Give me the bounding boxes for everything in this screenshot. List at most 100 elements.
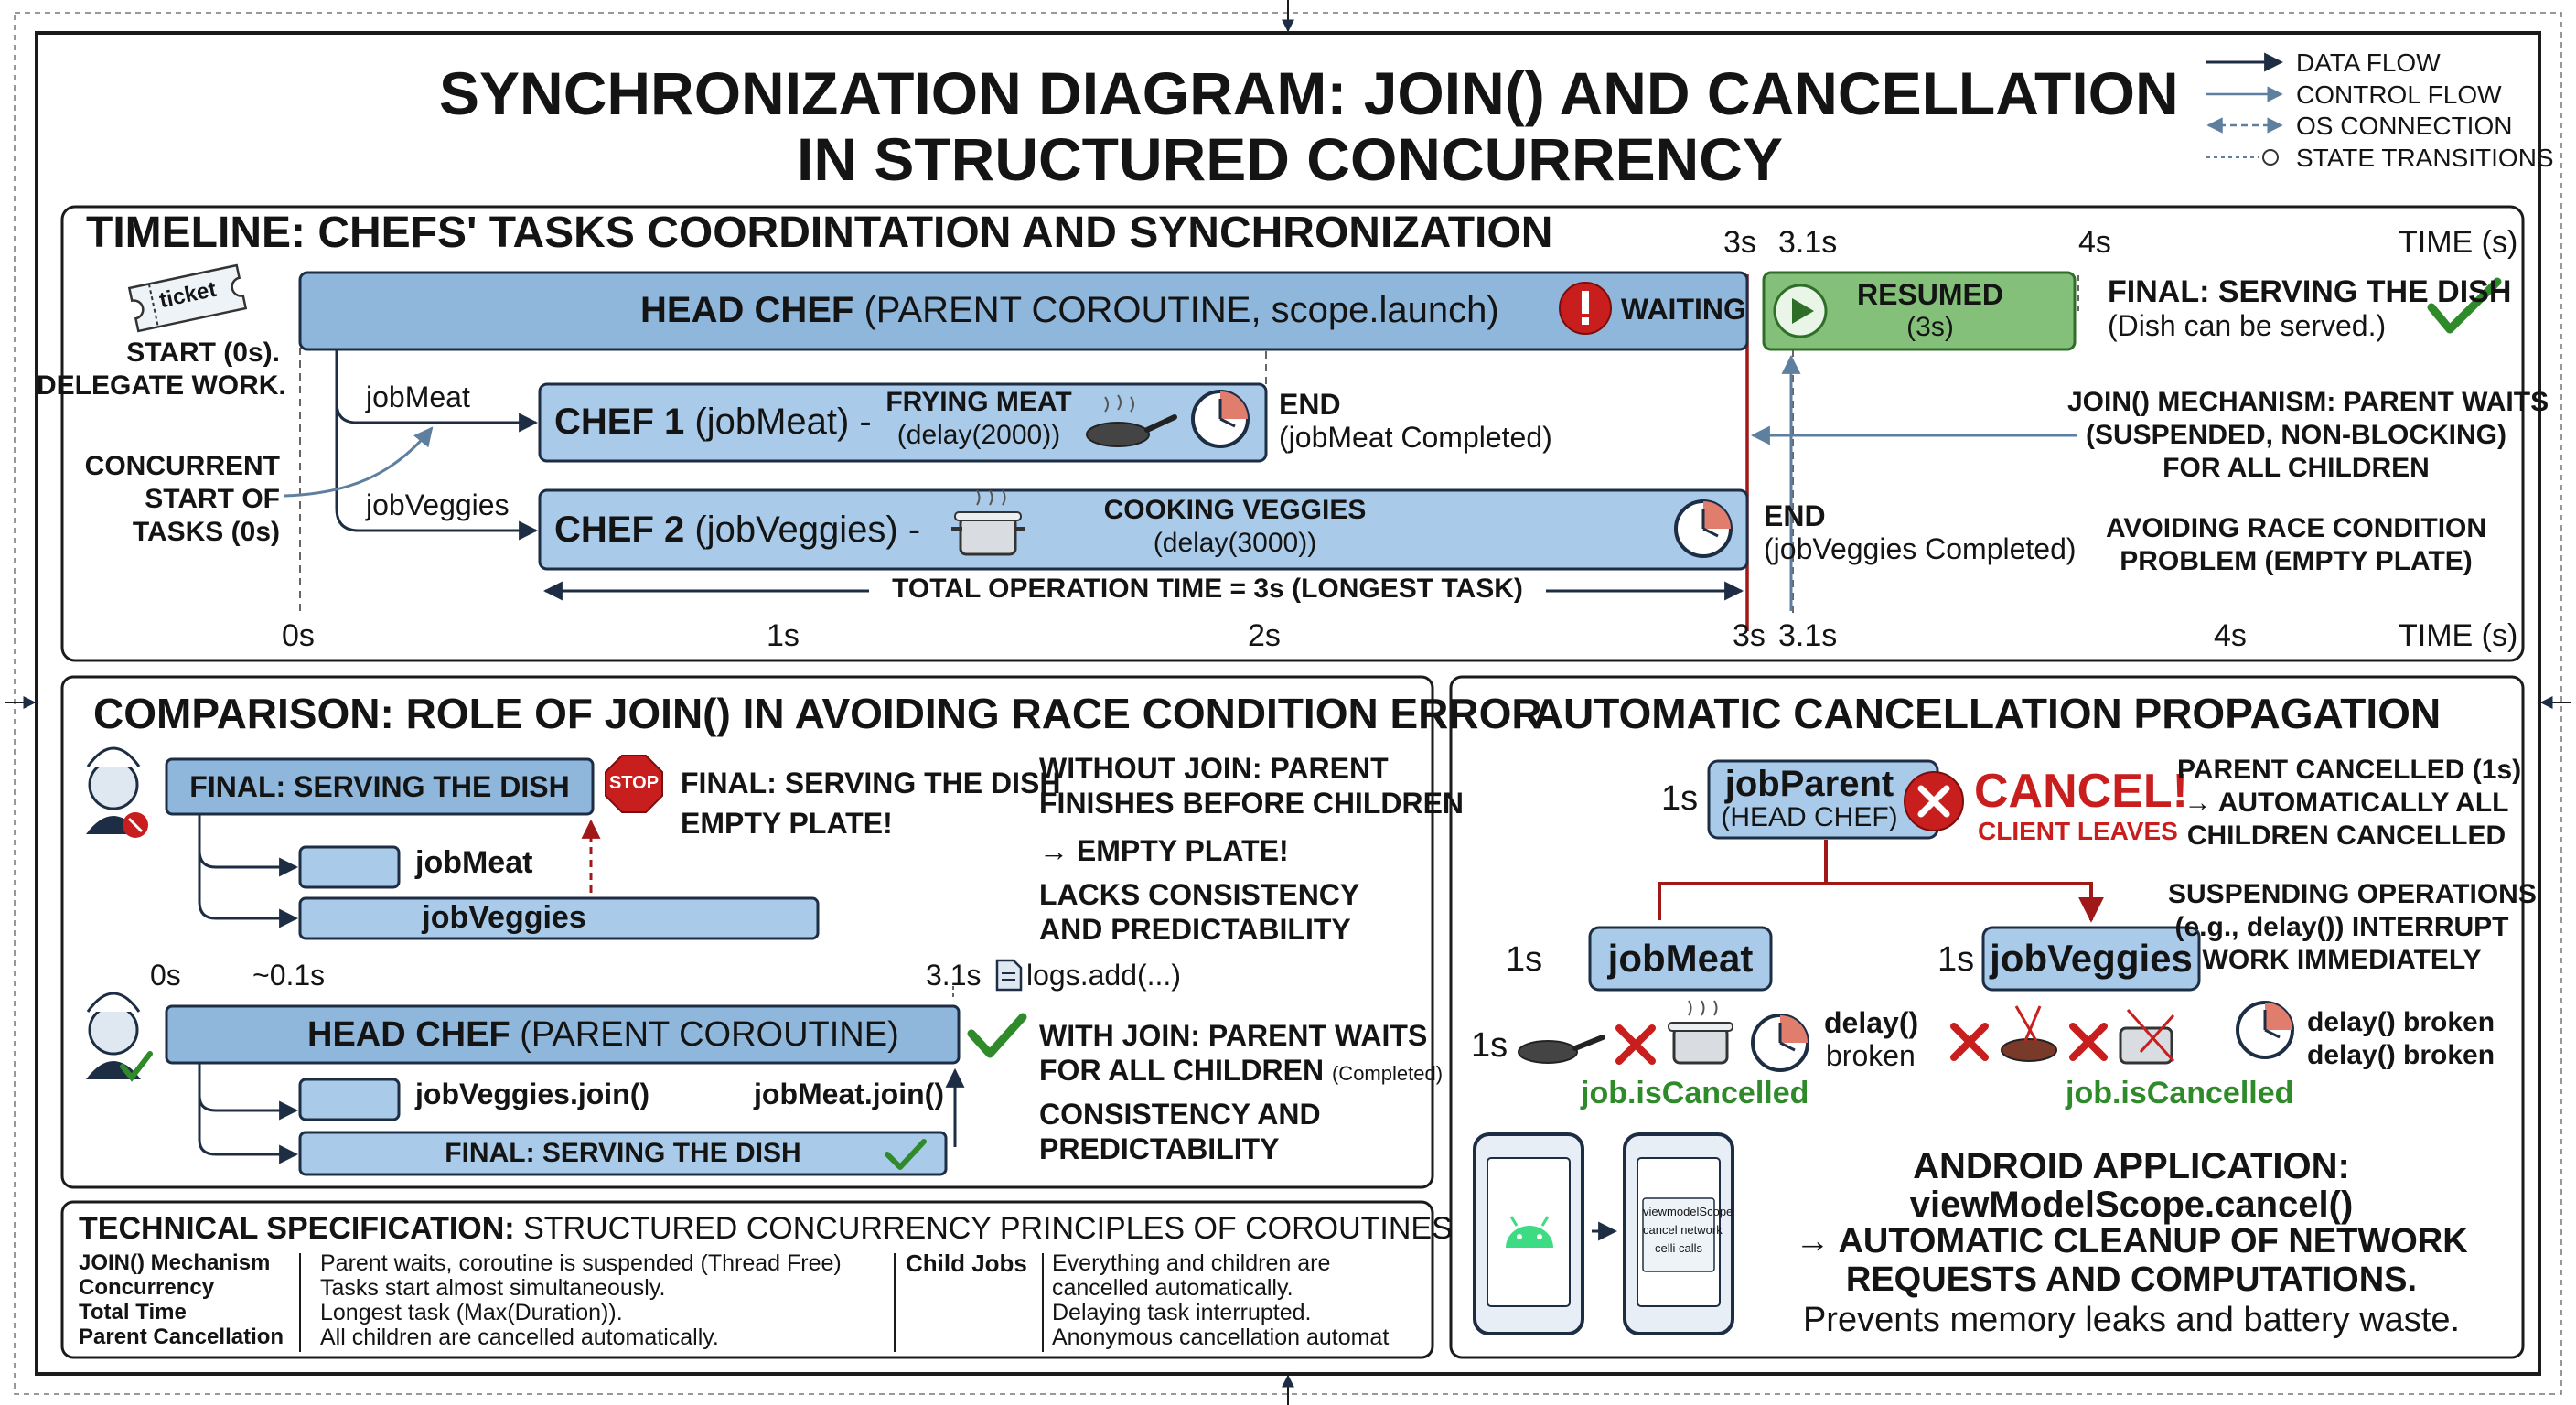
meat-row-time: 1s xyxy=(1471,1026,1508,1065)
suspend-note-3: WORK IMMEDIATELY xyxy=(2202,945,2482,975)
cross-icon xyxy=(1615,1024,1656,1065)
job-meat-box xyxy=(1588,926,1773,992)
concurrent-label: CONCURRENT xyxy=(84,451,280,481)
good-final-label: FINAL: SERVING THE DISH xyxy=(445,1138,801,1168)
job-veggies-box xyxy=(1981,926,2201,992)
without-join-note-4: LACKS CONSISTENCY xyxy=(1039,878,1360,911)
spec-child-line: Everything and children are xyxy=(1052,1250,1331,1276)
timeline-heading: TIMELINE: CHEFS' TASKS COORDINTATION AND… xyxy=(86,209,1553,257)
veggies-join-label: jobVeggies.join() xyxy=(415,1078,650,1110)
with-join-note: WITH JOIN: PARENT WAITS xyxy=(1039,1019,1428,1052)
chef1-task: FRYING MEAT xyxy=(886,387,1072,417)
with-join-note-2-small: (Completed) xyxy=(1331,1062,1444,1085)
android-cleanup-2: REQUESTS AND COMPUTATIONS. xyxy=(1845,1260,2418,1299)
comparison-heading: COMPARISON: ROLE OF JOIN() IN AVOIDING R… xyxy=(93,690,1542,737)
without-join-note-5: AND PREDICTABILITY xyxy=(1039,913,1351,946)
cancel-propagation-arrows xyxy=(1658,840,2091,920)
timer-icon xyxy=(1751,1014,1809,1072)
page-title: SYNCHRONIZATION DIAGRAM: JOIN() AND CANC… xyxy=(439,59,2179,127)
tick-0s: 0s xyxy=(150,959,181,992)
timeline-branches xyxy=(283,349,539,541)
meat-delay: delay() xyxy=(1824,1006,1919,1039)
logs-label: logs.add(...) xyxy=(1026,959,1181,992)
spec-value: Parent waits, coroutine is suspended (Th… xyxy=(320,1250,842,1276)
tick-3-1s: 3.1s xyxy=(926,959,982,992)
spec-heading-bold: TECHNICAL SPECIFICATION: xyxy=(79,1211,515,1246)
chef2-task: COOKING VEGGIES xyxy=(1103,495,1367,525)
veggies-name: jobVeggies xyxy=(1990,937,2193,980)
head-chef-label-rest: (PARENT COROUTINE, scope.launch) xyxy=(864,290,1499,330)
spec-key: Total Time xyxy=(79,1300,187,1325)
spec-heading: TECHNICAL SPECIFICATION: STRUCTURED CONC… xyxy=(79,1211,1453,1246)
pot-broken-icon xyxy=(2119,1009,2175,1065)
with-join-note-3: CONSISTENCY AND xyxy=(1039,1098,1321,1131)
axis-label-bottom: TIME (s) xyxy=(2399,618,2518,653)
good-head-rest: (PARENT COROUTINE) xyxy=(520,1015,899,1054)
bad-final-bar xyxy=(165,757,595,816)
head-chef-bar xyxy=(298,271,1749,351)
chef1-delay: (delay(2000)) xyxy=(896,420,1061,450)
legend-control-flow: CONTROL FLOW xyxy=(2296,80,2502,109)
tick-bottom-0s: 0s xyxy=(282,618,315,653)
check-icon xyxy=(2427,277,2502,334)
with-join-note-2: FOR ALL CHILDREN (Completed) xyxy=(1039,1054,1444,1087)
parent-name: jobParent xyxy=(1724,764,1894,804)
chef1-label-rest: (jobMeat) - xyxy=(694,402,872,442)
head-chef-label-bold: HEAD CHEF xyxy=(640,290,854,330)
check-icon xyxy=(967,1013,1027,1058)
meat-status: job.isCancelled xyxy=(1581,1076,1809,1110)
check-icon xyxy=(885,1139,927,1170)
pan-icon xyxy=(1518,1035,1605,1064)
chef2-label: CHEF 2 (jobVeggies) - xyxy=(554,510,920,549)
chef1-label-bold: CHEF 1 xyxy=(554,402,685,442)
tick-bottom-2s: 2s xyxy=(1248,618,1281,653)
chef1-end: END xyxy=(1279,388,1341,421)
spec-key: JOIN() Mechanism xyxy=(79,1250,271,1275)
chef1-label: CHEF 1 (jobMeat) - xyxy=(554,402,872,441)
client-leaves: CLIENT LEAVES xyxy=(1978,817,2178,845)
android-phone-icon xyxy=(1473,1132,1584,1335)
cross-icon xyxy=(2069,1023,2108,1061)
start-label: START (0s). xyxy=(126,338,280,368)
bad-meat-label: jobMeat xyxy=(415,845,533,880)
cancellation-heading: AUTOMATIC CANCELLATION PROPAGATION xyxy=(1532,690,2442,737)
good-final-bar xyxy=(298,1131,948,1176)
timer-icon xyxy=(2236,1001,2294,1059)
good-head-bar xyxy=(165,1004,961,1065)
spec-key: Concurrency xyxy=(79,1275,215,1300)
spec-child-line: Anonymous cancellation automat xyxy=(1052,1325,1390,1350)
bad-veggies-label: jobVeggies xyxy=(422,900,586,935)
branch-label-veggies: jobVeggies xyxy=(366,488,510,521)
spec-value: All children are cancelled automatically… xyxy=(320,1325,719,1350)
tick-bottom-3s: 3s xyxy=(1733,618,1766,653)
waiting-label: WAITING xyxy=(1621,293,1746,326)
chef2-end: END xyxy=(1764,499,1826,532)
concurrent-label-3: TASKS (0s) xyxy=(132,517,280,547)
document-icon xyxy=(995,959,1023,992)
chef-cross-icon xyxy=(86,746,148,838)
network-phone-icon xyxy=(1623,1132,1734,1335)
bad-veggies-bar xyxy=(298,896,820,940)
cancel-x-icon xyxy=(1904,771,1964,831)
with-join-note-2-text: FOR ALL CHILDREN xyxy=(1039,1054,1325,1087)
without-join-note-2: FINISHES BEFORE CHILDREN xyxy=(1039,787,1465,820)
spec-key: Parent Cancellation xyxy=(79,1325,284,1349)
phone-text-2: cancel network xyxy=(1643,1223,1723,1237)
tick-bottom-4s: 4s xyxy=(2214,618,2247,653)
chef2-bar xyxy=(538,488,1749,571)
cancel-note-3: CHILDREN CANCELLED xyxy=(2186,820,2506,851)
legend-data-flow: DATA FLOW xyxy=(2296,48,2441,77)
spec-child-key: Child Jobs xyxy=(906,1249,1027,1277)
meat-broken: broken xyxy=(1826,1039,1916,1072)
bad-final-label: FINAL: SERVING THE DISH xyxy=(189,770,570,803)
pot-icon xyxy=(1668,1000,1733,1065)
play-icon xyxy=(1773,284,1828,338)
veggies-time: 1s xyxy=(1937,940,1975,979)
tick-top-3s: 3s xyxy=(1723,225,1756,260)
start-label-2: DELEGATE WORK. xyxy=(37,370,286,401)
tick-bottom-1s: 1s xyxy=(767,618,800,653)
pot-icon xyxy=(951,489,1025,556)
head-chef-label: HEAD CHEF (PARENT COROUTINE, scope.launc… xyxy=(640,291,1499,329)
resumed-label: RESUMED xyxy=(1856,278,2003,311)
bad-meat-bar xyxy=(298,845,401,889)
